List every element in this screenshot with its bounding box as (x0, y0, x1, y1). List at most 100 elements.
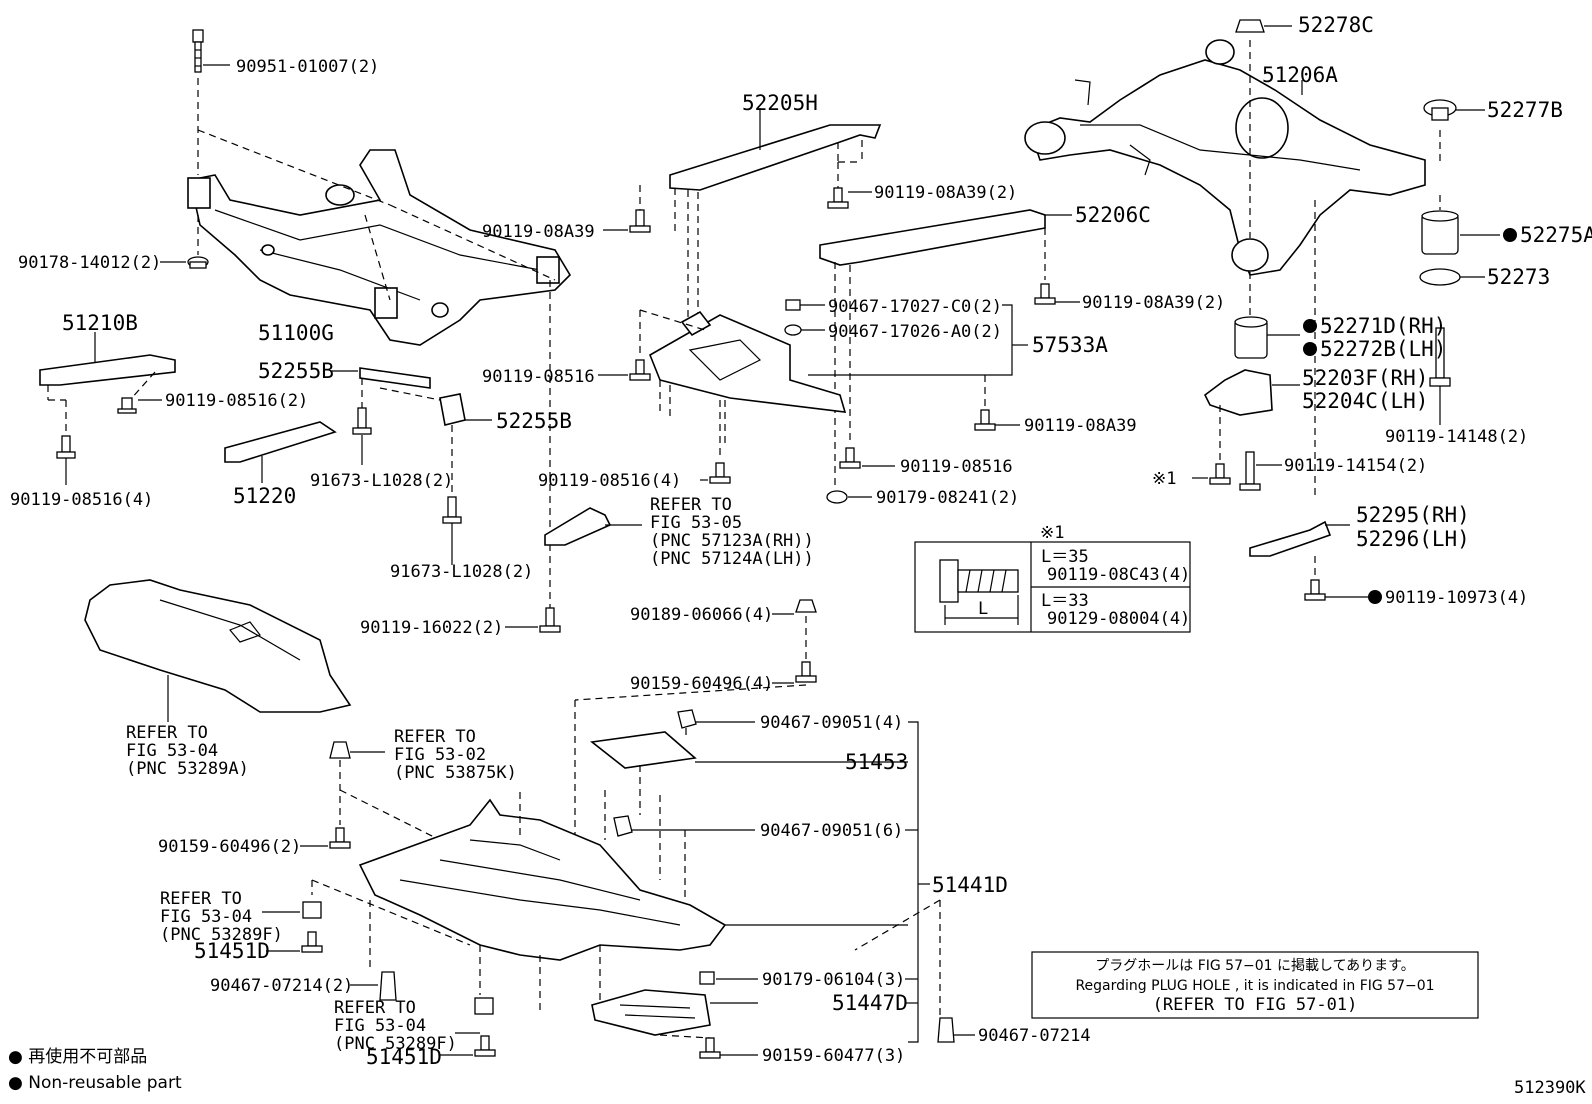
label: 52272B(LH) (1320, 337, 1446, 361)
label: 90189-06066(4) (630, 605, 773, 625)
bolt-90119-08516-a (629, 359, 651, 381)
label: 90119-08A39(2) (874, 183, 1017, 203)
front-suspension-member (187, 149, 572, 346)
label: 90119-08516 (482, 367, 595, 387)
label: 90119-08516(4) (538, 471, 681, 491)
bolt-51451D-a (301, 931, 323, 953)
bolt-90119-08516-4b (709, 462, 731, 484)
label: 51220 (233, 484, 296, 508)
label: 52278C (1298, 13, 1374, 37)
note-refer: (REFER TO FIG 57-01) (1153, 995, 1358, 1015)
clip-90189 (795, 599, 817, 613)
table-length: L＝35 (1041, 547, 1089, 567)
label: 90467-07214(2) (210, 976, 353, 996)
label: 90467-17026-A0(2) (828, 322, 1002, 342)
plug-hole-note-box (1031, 951, 1479, 1019)
bolt-90119-08516-brace (117, 397, 137, 414)
label: REFER TO (650, 495, 732, 515)
non-reusable-dot (1303, 319, 1317, 333)
label: 91673-L1028(2) (390, 562, 533, 582)
bolt-90119-16022 (539, 607, 561, 633)
leader (197, 129, 391, 206)
brace-51210B (39, 332, 176, 386)
leader (364, 214, 391, 301)
cover-53289A (84, 579, 352, 713)
clip-53289F-b (474, 997, 494, 1015)
label: 90119-08A39 (482, 222, 595, 242)
label: 90119-14154(2) (1284, 456, 1427, 476)
clip-90467-07214 (937, 1017, 955, 1043)
nut-90178 (187, 256, 209, 269)
bolt-kome1 (1209, 463, 1231, 485)
legend-en: ● Non-reusable part (8, 1073, 182, 1093)
label: 52255B (496, 409, 572, 433)
label: (PNC 57124A(LH)) (650, 549, 814, 569)
dimension-label: L (978, 599, 988, 619)
bolt-90159-60477 (699, 1037, 721, 1059)
bolt-spec-table (914, 541, 1191, 633)
label: 52204C(LH) (1302, 389, 1428, 413)
label: 51451D (366, 1045, 442, 1069)
label: FIG 53-05 (650, 513, 742, 533)
clip-90467-09051-4 (677, 709, 697, 729)
bolt-90159-60496-4 (795, 661, 817, 683)
rear-suspension-member (1024, 39, 1426, 276)
label: 90467-07214 (978, 1026, 1091, 1046)
nut-90179-08241 (826, 490, 848, 504)
bolt-91673-b (442, 496, 462, 524)
label: 90119-10973(4) (1385, 588, 1528, 608)
label: 52203F(RH) (1302, 366, 1428, 390)
label: 51206A (1262, 63, 1338, 87)
figure-id: 512390K (1514, 1078, 1586, 1098)
engine-under-cover-51441D (358, 798, 727, 961)
label: REFER TO (334, 998, 416, 1018)
clip-90467-09051-6 (613, 815, 633, 837)
label: 90951-01007(2) (236, 57, 379, 77)
non-reusable-dot (1503, 228, 1517, 242)
table-part: 90129-08004(4) (1047, 609, 1190, 629)
label: 90159-60496(2) (158, 837, 301, 857)
non-reusable-dot (1303, 342, 1317, 356)
label: REFER TO (160, 889, 242, 909)
stopper-52277B (1423, 99, 1457, 121)
brace-52295 (1249, 520, 1332, 557)
label: 90119-08A39 (1024, 416, 1137, 436)
bolt-90119-08A39-a (629, 209, 651, 233)
label: 52273 (1487, 265, 1550, 289)
label: FIG 53-02 (394, 745, 486, 765)
label: 52206C (1075, 203, 1151, 227)
bush-52275A (1421, 210, 1459, 255)
note-en: Regarding PLUG HOLE , it is indicated in… (1075, 978, 1434, 994)
bracket-57123A (544, 507, 612, 546)
label: 52275A (1520, 223, 1592, 247)
label: FIG 53-04 (334, 1016, 426, 1036)
bolt-90119-10973 (1304, 579, 1326, 601)
label: ※1 (1040, 523, 1064, 543)
label: 90119-08516(4) (10, 490, 153, 510)
bolt-90951-01007 (192, 29, 204, 73)
leader (854, 899, 941, 951)
label: 90179-08241(2) (876, 488, 1019, 508)
label: 51100G (258, 321, 334, 345)
label: 90159-60477(3) (762, 1046, 905, 1066)
clip-90467-17027 (785, 299, 801, 311)
note-jp: プラグホールは FIG 57−01 に掲載してあります。 (1095, 958, 1415, 974)
legend-jp: ● 再使用不可部品 (8, 1046, 147, 1067)
label: REFER TO (394, 727, 476, 747)
label: 57533A (1032, 333, 1108, 357)
label: REFER TO (126, 723, 208, 743)
clip-90467-07214-2 (379, 971, 397, 1001)
bolt-51451D-b (474, 1035, 496, 1057)
label: FIG 53-04 (126, 741, 218, 761)
leader (129, 371, 156, 401)
label: (PNC 57123A(RH)) (650, 531, 814, 551)
label: 90467-09051(4) (760, 713, 903, 733)
label: 52271D(RH) (1320, 314, 1446, 338)
label: 52295(RH) (1356, 503, 1470, 527)
bolt-90119-08516-b (839, 447, 861, 469)
label: 52277B (1487, 98, 1563, 122)
label: 90467-09051(6) (760, 821, 903, 841)
label: 91673-L1028(2) (310, 471, 453, 491)
